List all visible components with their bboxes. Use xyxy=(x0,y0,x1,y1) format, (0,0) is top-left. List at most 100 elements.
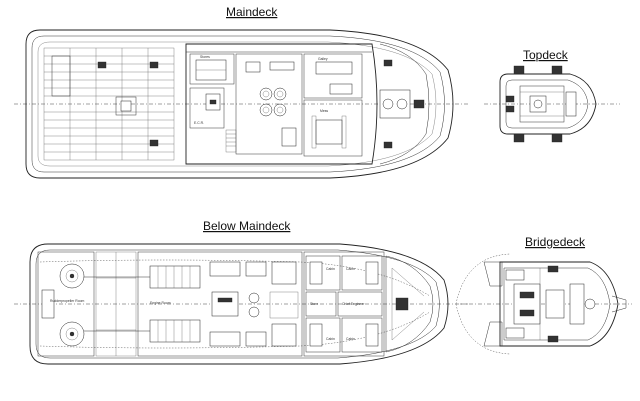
below-pump-group-1 xyxy=(271,261,297,285)
maindeck-winch-drum-2 xyxy=(396,98,408,110)
maindeck-deckhouse xyxy=(185,43,378,165)
topdeck-plan xyxy=(484,65,620,143)
below-label-cabin-3: Cabin xyxy=(326,337,335,341)
maindeck-chain-stopper xyxy=(413,99,425,109)
maindeck-galley-stove xyxy=(329,83,353,95)
bridge-main-console xyxy=(513,283,541,325)
topdeck-vent-1 xyxy=(551,133,563,143)
below-fore-peak-bracing xyxy=(391,267,425,341)
bridge-fwd-console xyxy=(569,283,585,325)
bridge-window-frame-2 xyxy=(547,335,559,343)
maindeck-hull-inner xyxy=(31,35,445,173)
bridge-swing-arc-1 xyxy=(455,253,511,305)
bridge-chart-table xyxy=(545,289,565,319)
maindeck-label-galley: Galley xyxy=(318,57,328,61)
maindeck-mess-table xyxy=(315,119,343,145)
topdeck-searchlight-1 xyxy=(505,95,515,103)
below-waterline-1 xyxy=(39,259,431,297)
below-steering-unit xyxy=(41,289,55,319)
maindeck-bow-bulwark xyxy=(379,43,430,165)
below-aux-2 xyxy=(245,331,267,347)
maindeck-bollard-1 xyxy=(97,61,107,69)
below-label-cabin-2: Cabin xyxy=(346,267,355,271)
below-accommodation xyxy=(303,251,385,357)
maindeck-room-stores xyxy=(189,53,235,85)
below-pump-a xyxy=(248,292,260,304)
below-pump-group-2 xyxy=(271,323,297,347)
below-chief-cabin xyxy=(337,291,383,317)
maindeck-fwd-bollard-1 xyxy=(383,59,393,67)
maindeck-room-ecr xyxy=(189,87,225,129)
topdeck-lifebuoy-1 xyxy=(513,65,525,75)
topdeck-vent-2 xyxy=(551,65,563,75)
below-label-thruster: Rudderpropeller Room xyxy=(50,299,84,303)
below-bunk-4 xyxy=(365,323,379,347)
below-hull-inner xyxy=(35,249,440,359)
maindeck-fan-2 xyxy=(273,87,287,101)
topdeck-lifebuoy-2 xyxy=(513,133,525,143)
below-fore-peak xyxy=(385,255,434,353)
below-store xyxy=(305,291,337,317)
maindeck-aft-deck xyxy=(43,47,175,161)
below-pump-b xyxy=(248,306,260,318)
below-cabin-1 xyxy=(305,255,341,291)
title-maindeck: Maindeck xyxy=(226,5,278,19)
title-topdeck: Topdeck xyxy=(523,48,569,62)
below-thruster-room xyxy=(37,251,95,357)
maindeck-fwd-bollard-2 xyxy=(383,141,393,149)
topdeck-radar xyxy=(565,91,577,117)
maindeck-machine-c xyxy=(269,61,295,71)
below-label-cabin-1: Cabin xyxy=(326,267,335,271)
title-bridgedeck: Bridgedeck xyxy=(525,235,586,249)
bridge-swing-arc-2 xyxy=(455,303,511,355)
below-cabin-4 xyxy=(341,317,383,353)
maindeck-center-hatch-cover xyxy=(120,100,132,112)
topdeck-wheelhouse xyxy=(519,85,565,123)
maindeck-center-hatch xyxy=(115,96,137,116)
bridge-bow-fitting xyxy=(611,295,627,313)
below-cabin-2 xyxy=(341,255,383,291)
below-chain-locker xyxy=(395,297,409,311)
below-workshop xyxy=(269,291,299,319)
maindeck-engine-casing xyxy=(235,53,303,155)
below-bunk-1 xyxy=(309,261,323,285)
below-genset-1 xyxy=(209,261,241,277)
maindeck-room-galley xyxy=(303,53,363,99)
topdeck-outline xyxy=(499,73,597,135)
maindeck-machine-b xyxy=(245,61,261,73)
bridge-wheelhouse xyxy=(499,261,619,347)
maindeck-bollard-3 xyxy=(149,139,159,147)
bridge-wing-2 xyxy=(483,321,503,347)
topdeck-searchlight-2 xyxy=(505,105,515,113)
below-bunk-2 xyxy=(365,261,379,285)
below-label-chief: Chief Engineer xyxy=(342,302,365,306)
bridge-steering-stand xyxy=(584,298,596,310)
below-main-engine-1 xyxy=(149,265,201,289)
below-genset-2 xyxy=(209,331,241,347)
maindeck-label-mess: Mess xyxy=(320,109,328,113)
maindeck-bollard-2 xyxy=(149,61,159,69)
below-engine-room xyxy=(137,251,303,357)
maindeck-bulwark xyxy=(37,41,437,167)
below-waterline-2 xyxy=(39,311,431,349)
title-below-maindeck: Below Maindeck xyxy=(203,219,291,233)
bridge-aft-console-1 xyxy=(505,269,525,281)
below-bunk-3 xyxy=(309,323,323,347)
maindeck-plan: Galley Mess Stores E.C.R. xyxy=(14,29,468,179)
maindeck-galley-counter xyxy=(315,61,353,75)
below-main-engine-2 xyxy=(149,319,201,343)
below-tank-divisions xyxy=(95,251,137,357)
below-hull-outer xyxy=(29,243,449,365)
bridge-wheelhouse-inner xyxy=(503,267,611,341)
below-aux-1 xyxy=(245,261,267,277)
maindeck-fan-3 xyxy=(259,103,273,117)
bridge-wing-1 xyxy=(483,261,503,287)
bridgedeck-plan xyxy=(455,253,632,355)
below-label-store: Store xyxy=(310,302,318,306)
maindeck-label-stores: Stores xyxy=(200,55,210,59)
topdeck-inner-outline xyxy=(505,79,589,129)
below-switchboard xyxy=(211,291,239,317)
below-label-cabin-4: Cabin xyxy=(346,337,355,341)
below-maindeck-plan: Rudderpropeller Room xyxy=(14,243,470,365)
